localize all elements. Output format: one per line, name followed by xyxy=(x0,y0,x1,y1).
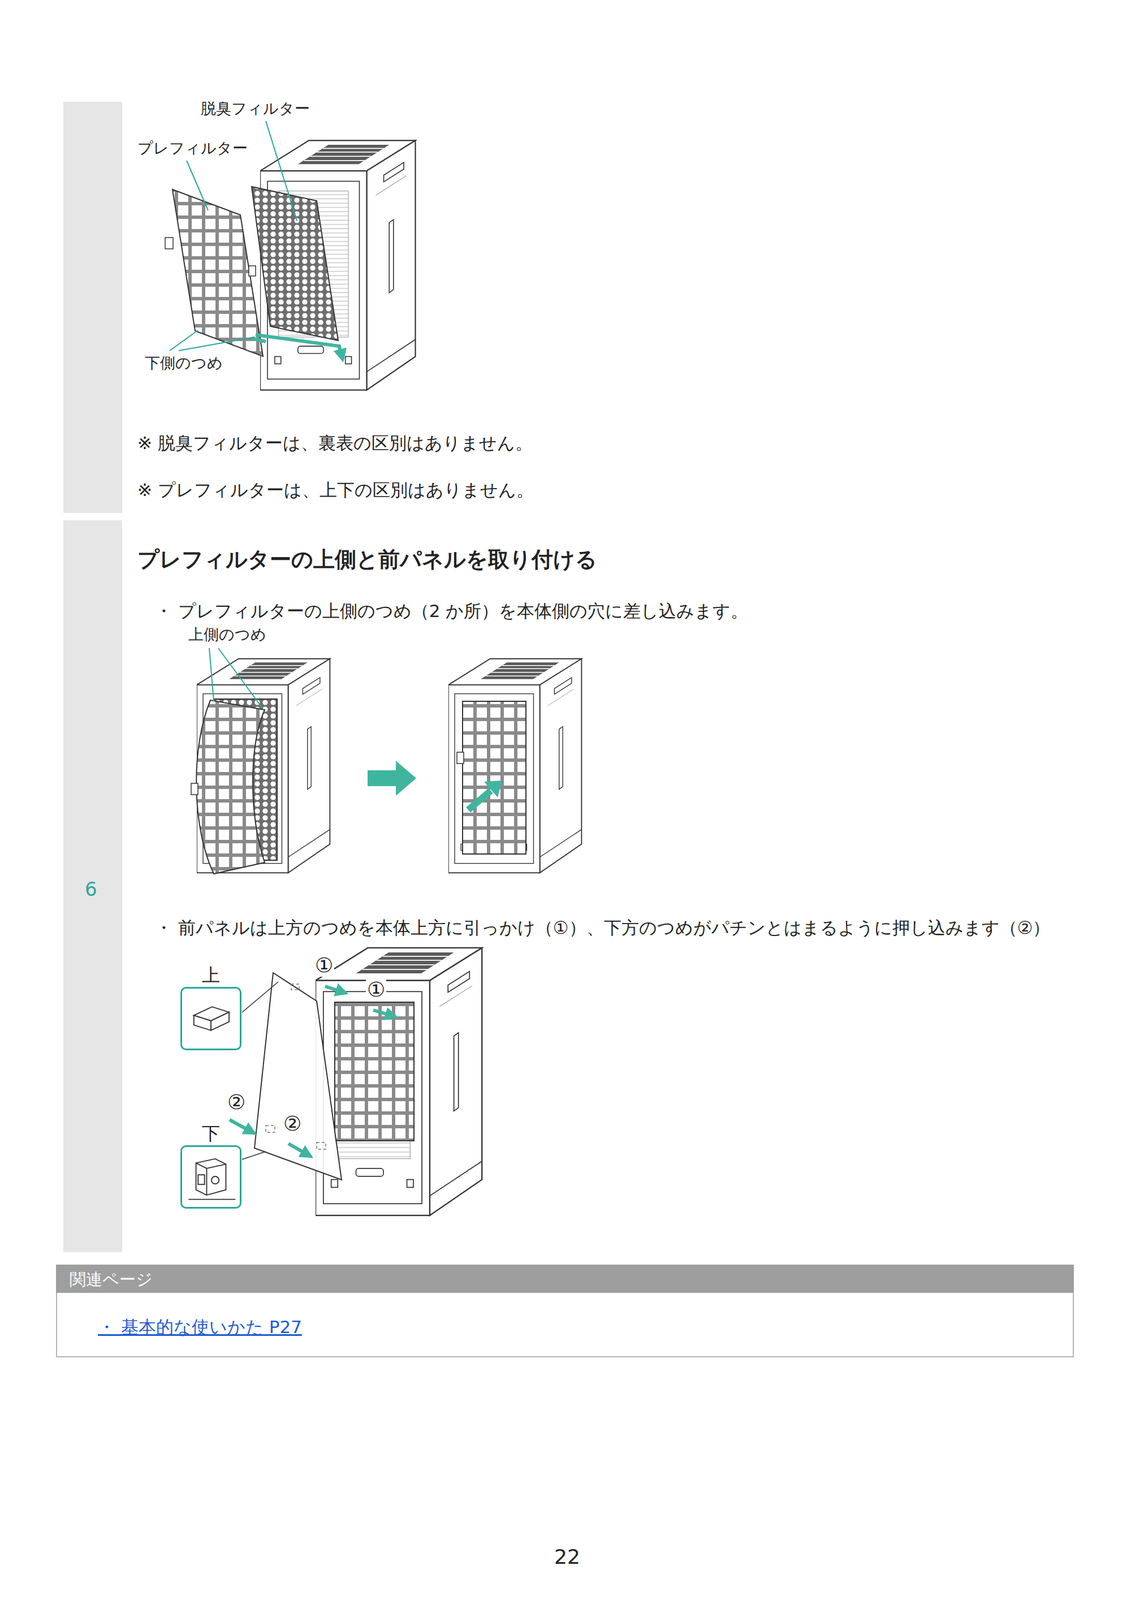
drawing-polyline xyxy=(255,334,343,360)
drawing-line xyxy=(242,981,279,1013)
related-link: ・ 基本的な使いかた P27 xyxy=(97,1315,302,1338)
drawing-rect xyxy=(334,1002,414,1141)
drawing-polygon xyxy=(484,780,503,798)
part-label: プレフィルター xyxy=(137,139,248,157)
drawing-polygon xyxy=(367,760,417,796)
drawing-line xyxy=(178,337,255,351)
drawing-rect xyxy=(191,783,198,795)
drawing-line xyxy=(468,790,491,810)
detail-inset: 下 xyxy=(180,1123,242,1209)
drawing-circle xyxy=(211,1176,219,1184)
figure-filters-removed xyxy=(165,121,416,391)
drawing-path xyxy=(196,700,265,874)
inset-frame xyxy=(180,1145,242,1209)
step-band xyxy=(63,101,123,513)
instruction-text: ・ 前パネルは上方のつめを本体上方に引っかけ（①）、下方のつめがパチンとはまるよ… xyxy=(154,916,1051,939)
instruction-text: ・ プレフィルターの上側のつめ（2 か所）を本体側の穴に差し込みます。 xyxy=(154,599,749,623)
figure-front-panel xyxy=(229,947,482,1216)
detail-icon xyxy=(182,1146,240,1207)
drawing-line xyxy=(186,160,209,211)
drawing-rect xyxy=(248,265,256,276)
drawing-polygon xyxy=(251,186,339,341)
related-pages-box: 関連ページ・ 基本的な使いかた P27 xyxy=(55,1264,1074,1358)
drawing-rect xyxy=(265,1125,275,1133)
callout-number: ① xyxy=(313,953,335,977)
inset-label: 上 xyxy=(180,965,242,986)
drawing-rect xyxy=(165,237,174,249)
drawing-use xyxy=(448,658,582,873)
drawing-line xyxy=(325,986,347,994)
part-label: 上側のつめ xyxy=(188,625,267,643)
figure-prefilter-insert xyxy=(191,648,582,874)
drawing-line xyxy=(209,648,214,702)
part-label: 下側のつめ xyxy=(144,354,223,372)
drawing-rect xyxy=(197,1174,205,1185)
related-header-band xyxy=(55,1264,1074,1293)
drawing-line xyxy=(188,1198,236,1200)
step-number: 6 xyxy=(84,876,98,902)
drawing-polyline xyxy=(252,338,266,342)
drawing-line xyxy=(218,648,263,709)
drawing-polygon xyxy=(193,1015,211,1030)
inset-frame xyxy=(180,986,242,1051)
note-text: ※ 脱臭フィルターは、裏表の区別はありません。 xyxy=(137,431,533,455)
drawing-rect xyxy=(316,1142,326,1150)
drawing-rect xyxy=(456,752,464,764)
part-label: 脱臭フィルター xyxy=(200,99,310,118)
step-heading: プレフィルターの上側と前パネルを取り付ける xyxy=(137,545,598,574)
drawing-line xyxy=(373,1009,396,1017)
drawing-g xyxy=(209,648,263,709)
drawing-line xyxy=(206,1168,208,1195)
detail-icon xyxy=(182,988,240,1049)
step-section: ※ 脱臭フィルターは、裏表の区別はありません。 ※ プレフィルターは、上下の区別は… xyxy=(63,101,1075,513)
drawing-line xyxy=(196,1162,207,1168)
drawing-line xyxy=(206,1163,226,1169)
drawing-g xyxy=(265,983,326,1150)
detail-inset: 上 xyxy=(180,965,242,1051)
callout-number: ① xyxy=(365,977,387,1001)
drawing-rect xyxy=(462,701,526,854)
drawing-polygon xyxy=(210,1012,230,1031)
drawing-line xyxy=(242,1151,266,1160)
related-heading: 関連ページ xyxy=(69,1268,153,1291)
drawing-polygon xyxy=(196,1158,227,1195)
inset-label: 下 xyxy=(180,1123,242,1144)
drawing-rect xyxy=(291,983,300,990)
callout-number: ② xyxy=(282,1111,303,1135)
drawing-line xyxy=(229,1119,255,1134)
drawing-line xyxy=(288,1143,312,1157)
drawing-line xyxy=(265,121,297,221)
drawing-polygon xyxy=(254,972,342,1180)
callout-number: ② xyxy=(226,1090,247,1114)
drawing-polygon xyxy=(172,189,263,357)
page-number: 22 xyxy=(554,1544,581,1569)
note-text: ※ プレフィルターは、上下の区別はありません。 xyxy=(137,478,534,502)
